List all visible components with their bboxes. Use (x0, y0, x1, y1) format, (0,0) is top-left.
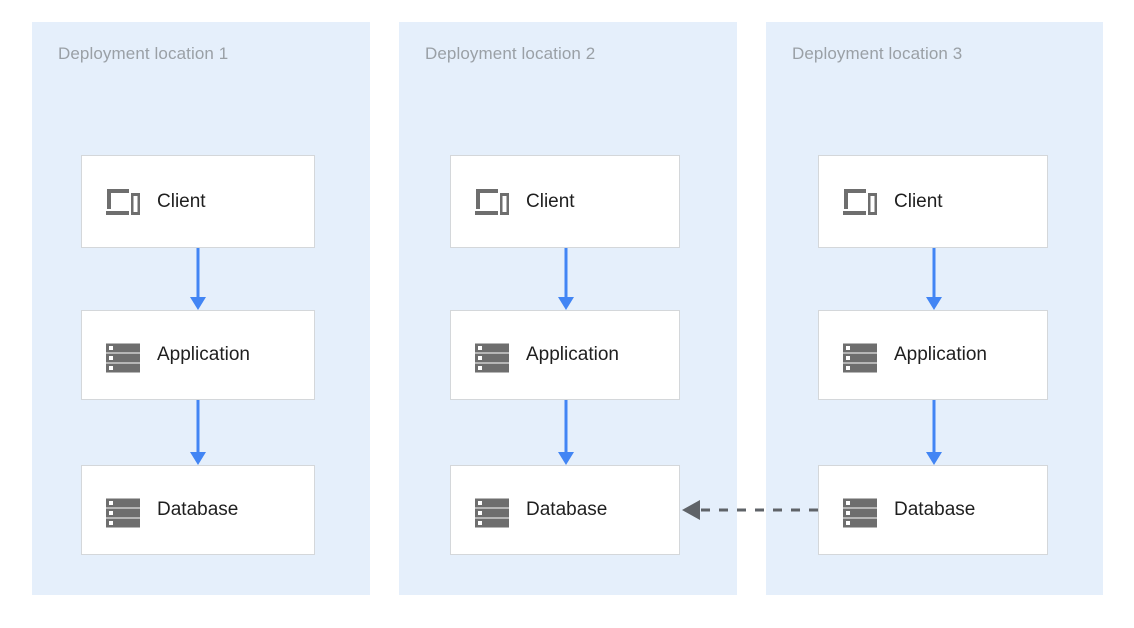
server-rack-icon (840, 335, 880, 375)
server-rack-icon (103, 490, 143, 530)
server-rack-icon (472, 490, 512, 530)
panel-title-location-3: Deployment location 3 (792, 44, 963, 63)
server-rack-icon (103, 335, 143, 375)
node-app-1[interactable]: Application (81, 310, 315, 400)
node-label-database-1: Database (157, 499, 239, 520)
client-devices-icon (840, 182, 880, 222)
node-client-2[interactable]: Client (450, 155, 680, 248)
client-devices-icon (472, 182, 512, 222)
server-rack-icon (840, 490, 880, 530)
node-database-2[interactable]: Database (450, 465, 680, 555)
node-label-database-3: Database (894, 499, 976, 520)
panel-title-location-2: Deployment location 2 (425, 44, 596, 63)
node-client-1[interactable]: Client (81, 155, 315, 248)
node-label-app-3: Application (894, 344, 987, 365)
node-client-3[interactable]: Client (818, 155, 1048, 248)
node-app-3[interactable]: Application (818, 310, 1048, 400)
server-rack-icon (472, 335, 512, 375)
node-label-client-2: Client (526, 190, 575, 212)
node-database-3[interactable]: Database (818, 465, 1048, 555)
node-label-client-3: Client (894, 190, 943, 212)
node-label-app-1: Application (157, 344, 250, 365)
panel-title-location-1: Deployment location 1 (58, 44, 229, 63)
node-app-2[interactable]: Application (450, 310, 680, 400)
node-label-database-2: Database (526, 499, 608, 520)
node-database-1[interactable]: Database (81, 465, 315, 555)
node-label-app-2: Application (526, 344, 619, 365)
node-label-client-1: Client (157, 190, 206, 212)
client-devices-icon (103, 182, 143, 222)
